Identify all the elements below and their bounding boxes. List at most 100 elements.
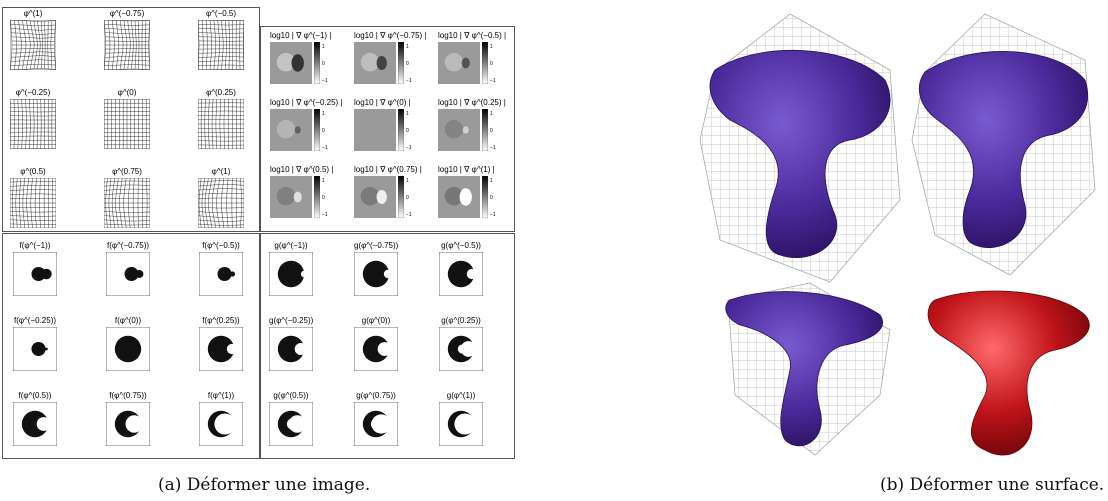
g-cell-5-label: g(φ^(0.25)) [441,316,481,325]
surface-grid-box-2 [911,13,1096,276]
g-cell-8: g(φ^(1)) [439,391,483,447]
g-cell-7: g(φ^(0.75)) [354,391,398,447]
f-cell-8-label: f(φ^(1)) [207,391,235,400]
g-cell-6: g(φ^(0.5)) [269,391,313,447]
phi-cell-5-image [198,99,244,149]
jac-cell-1: log10 | ∇ φ^(−0.75) | [354,31,427,85]
phi-cell-0-image [10,20,56,70]
colorbar-tick: −1 [406,78,412,84]
jac-cell-1-image [354,42,396,84]
g-cell-5-image [439,327,483,371]
g-cell-0: g(φ^(−1)) [269,241,313,297]
g-cell-3-image [269,327,313,371]
colorbar-tick: 0 [322,195,325,201]
jac-cell-8-label: log10 | ∇ φ^(1) | [438,165,495,174]
f-cell-0: f(φ^(−1)) [13,241,57,297]
colorbar-tick: 1 [406,111,409,117]
colorbar-4 [398,109,404,151]
g-cell-3: g(φ^(−0.25)) [269,316,313,372]
jac-cell-4-image [354,109,396,151]
colorbar-tick: 0 [490,61,493,67]
phi-cell-3-image [10,99,56,149]
colorbar-tick: 0 [322,61,325,67]
jac-cell-8-image [438,176,480,218]
jac-cell-2-image [438,42,480,84]
jac-cell-4-label: log10 | ∇ φ^(0) | [354,98,411,107]
g-cell-1: g(φ^(−0.75)) [354,241,398,297]
colorbar-tick: 1 [406,44,409,50]
g-cell-8-image [439,402,483,446]
colorbar-tick: −1 [322,145,328,151]
caption-a: (a) Déformer une image. [158,475,371,495]
colorbar-tick: −1 [490,78,496,84]
colorbar-tick: 0 [406,128,409,134]
colorbar-tick: 0 [406,61,409,67]
colorbar-tick: 1 [322,44,325,50]
g-cell-5: g(φ^(0.25)) [439,316,483,372]
colorbar-tick: 0 [406,195,409,201]
g-cell-1-label: g(φ^(−0.75)) [354,241,399,250]
surface-shape-3 [725,291,883,447]
f-cell-7: f(φ^(0.75)) [106,391,150,447]
colorbar-5 [482,109,488,151]
f-cell-4-image [106,327,150,371]
g-cell-0-label: g(φ^(−1)) [274,241,308,250]
jac-cell-6-label: log10 | ∇ φ^(0.5) | [270,165,334,174]
g-cell-2-label: g(φ^(−0.5)) [441,241,481,250]
phi-cell-8-image [198,178,244,228]
colorbar-tick: −1 [490,212,496,218]
jac-cell-7-image [354,176,396,218]
surface-shape-1 [709,49,891,258]
g-cell-4-image [354,327,398,371]
g-cell-2-image [439,252,483,296]
jac-cell-7-label: log10 | ∇ φ^(0.75) | [354,165,422,174]
f-cell-1-label: f(φ^(−0.75)) [106,241,150,250]
colorbar-0 [314,42,320,84]
f-cell-0-image [13,252,57,296]
g-cell-7-label: g(φ^(0.75)) [356,391,396,400]
jac-cell-1-label: log10 | ∇ φ^(−0.75) | [354,31,427,40]
f-cell-7-label: f(φ^(0.75)) [109,391,147,400]
g-cell-3-label: g(φ^(−0.25)) [269,316,314,325]
jac-cell-2: log10 | ∇ φ^(−0.5) | [438,31,507,85]
colorbar-7 [398,176,404,218]
phi-cell-1-label: φ^(−0.75) [109,9,145,18]
phi-cell-7: φ^(0.75) [104,167,150,229]
g-cell-7-image [354,402,398,446]
phi-cell-4: φ^(0) [104,88,150,150]
f-cell-3: f(φ^(−0.25)) [13,316,57,372]
phi-cell-8: φ^(1) [198,167,244,229]
phi-cell-2-label: φ^(−0.5) [205,9,237,18]
jac-cell-3-image [270,109,312,151]
colorbar-tick: 1 [406,178,409,184]
phi-cell-3: φ^(−0.25) [10,88,56,150]
phi-cell-2: φ^(−0.5) [198,9,244,71]
f-cell-5-image [199,327,243,371]
jac-cell-4: log10 | ∇ φ^(0) | [354,98,411,152]
f-cell-1-image [106,252,150,296]
f-cell-8-image [199,402,243,446]
surface-grid-box-1 [699,13,901,283]
caption-b: (b) Déformer une surface. [880,475,1105,495]
f-cell-2-label: f(φ^(−0.5)) [202,241,240,250]
jac-cell-2-label: log10 | ∇ φ^(−0.5) | [438,31,507,40]
f-cell-1: f(φ^(−0.75)) [106,241,150,297]
f-cell-5: f(φ^(0.25)) [199,316,243,372]
phi-cell-7-image [104,178,150,228]
colorbar-2 [482,42,488,84]
phi-cell-1-image [104,20,150,70]
surface-shape-4-red [927,290,1090,456]
phi-cell-5: φ^(0.25) [198,88,244,150]
phi-cell-0: φ^(1) [10,9,56,71]
g-cell-1-image [354,252,398,296]
g-cell-0-image [269,252,313,296]
f-cell-0-label: f(φ^(−1)) [19,241,51,250]
g-cell-8-label: g(φ^(1)) [446,391,476,400]
colorbar-tick: 1 [490,44,493,50]
phi-cell-6: φ^(0.5) [10,167,56,229]
phi-cell-5-label: φ^(0.25) [206,88,236,97]
phi-cell-1: φ^(−0.75) [104,9,150,71]
phi-cell-2-image [198,20,244,70]
colorbar-tick: 0 [322,128,325,134]
phi-cell-8-label: φ^(1) [211,167,231,176]
